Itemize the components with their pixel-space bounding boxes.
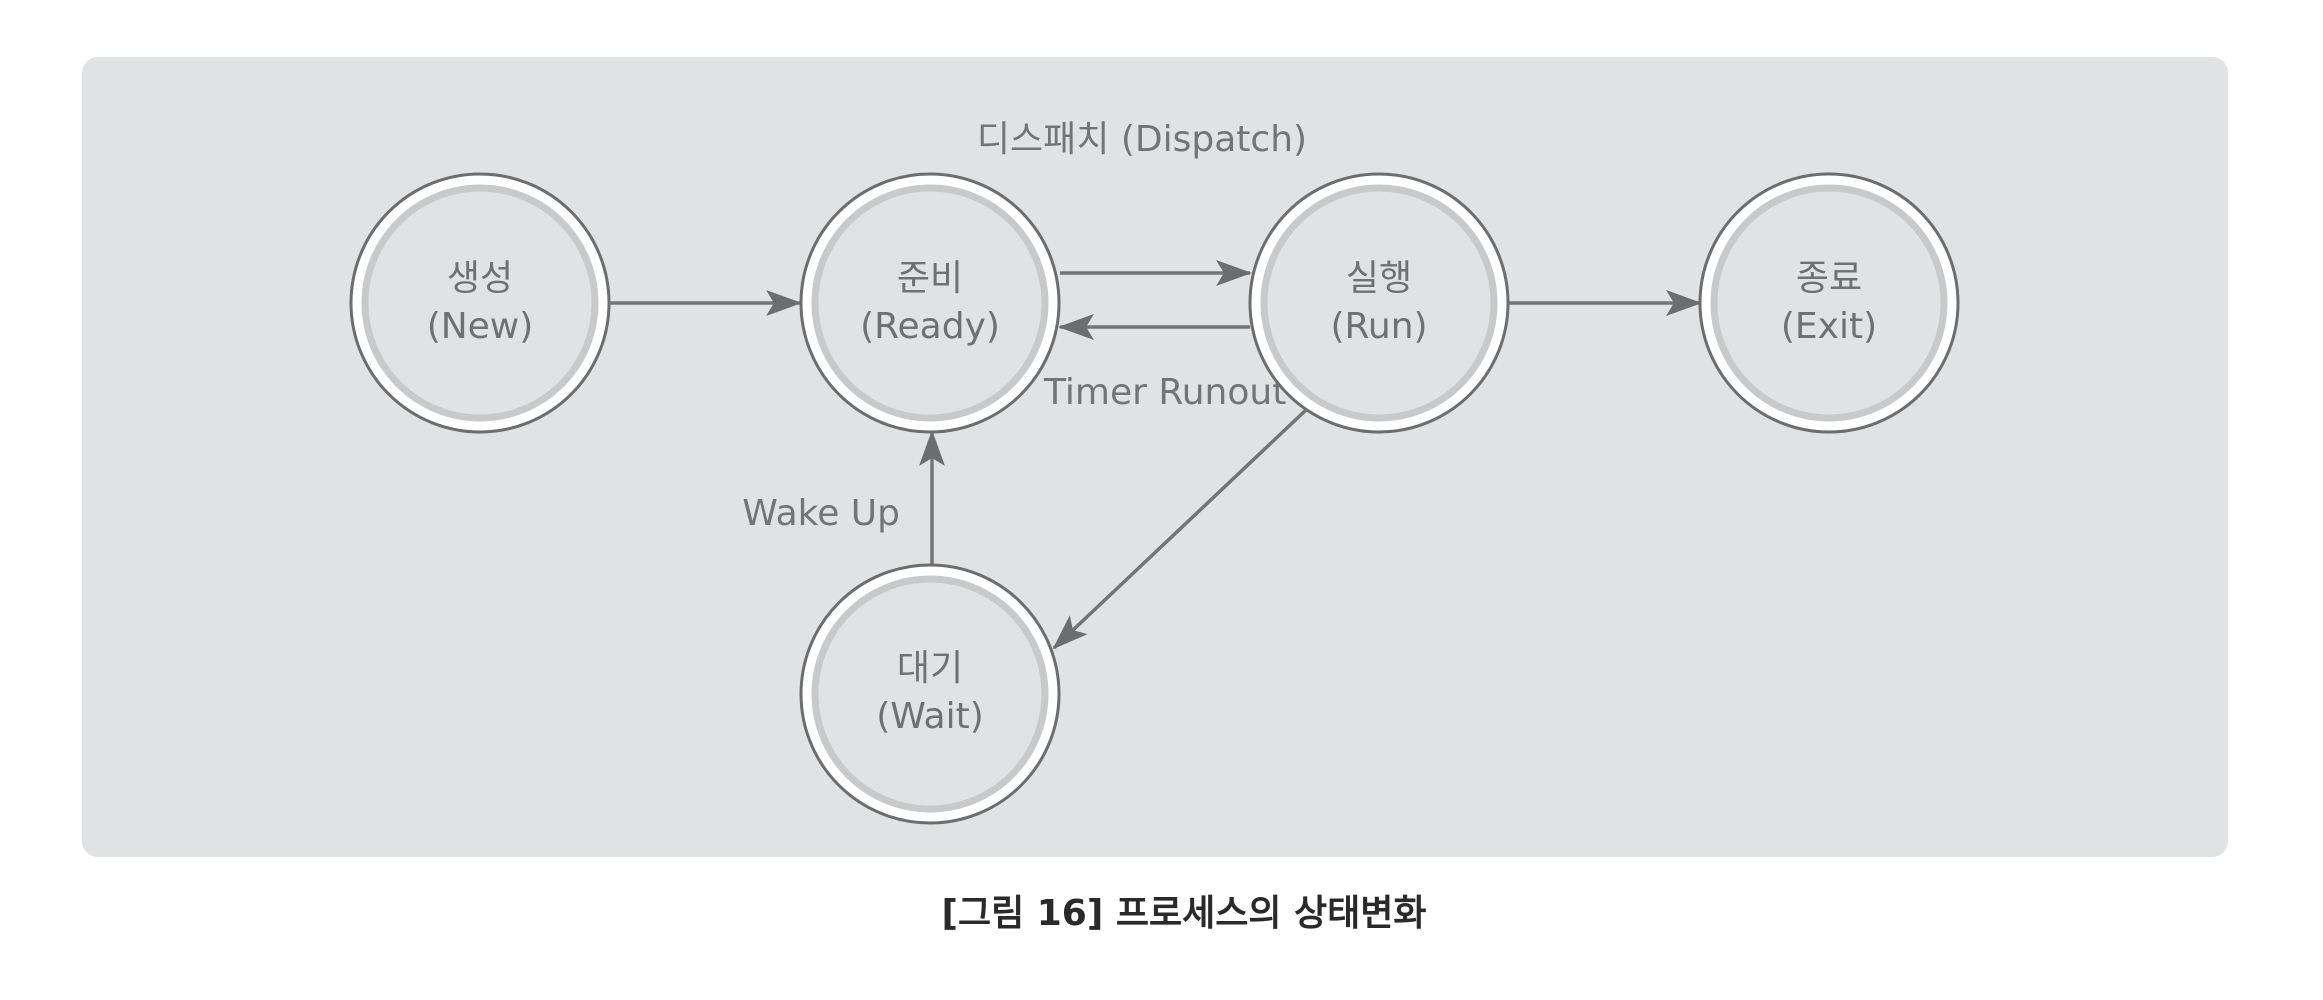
edge-run-to-wait: [1052, 408, 1308, 650]
node-ready: 준비 (Ready): [799, 172, 1061, 434]
figure-caption: [그림 16] 프로세스의 상태변화: [942, 893, 1427, 934]
node-new-eng: (New): [427, 306, 534, 347]
node-ready-name: 준비: [897, 258, 963, 299]
node-exit-name: 종료: [1796, 258, 1862, 299]
wake-up-label: Wake Up: [742, 493, 900, 534]
node-run: 실행 (Run): [1248, 172, 1510, 434]
node-wait-eng: (Wait): [876, 696, 984, 737]
node-ready-eng: (Ready): [860, 306, 1000, 347]
diagram-panel: [82, 57, 2228, 857]
edges: [610, 260, 1702, 650]
node-exit-eng: (Exit): [1781, 306, 1877, 347]
node-new: 생성 (New): [349, 172, 611, 434]
node-new-name: 생성: [447, 258, 513, 299]
node-wait: 대기 (Wait): [799, 563, 1061, 825]
node-exit: 종료 (Exit): [1698, 172, 1960, 434]
node-run-name: 실행: [1346, 258, 1412, 299]
timer-runout-label: Timer Runout: [1043, 372, 1286, 413]
node-wait-name: 대기: [897, 648, 963, 689]
dispatch-label: 디스패치 (Dispatch): [977, 119, 1307, 160]
node-run-eng: (Run): [1330, 306, 1427, 347]
